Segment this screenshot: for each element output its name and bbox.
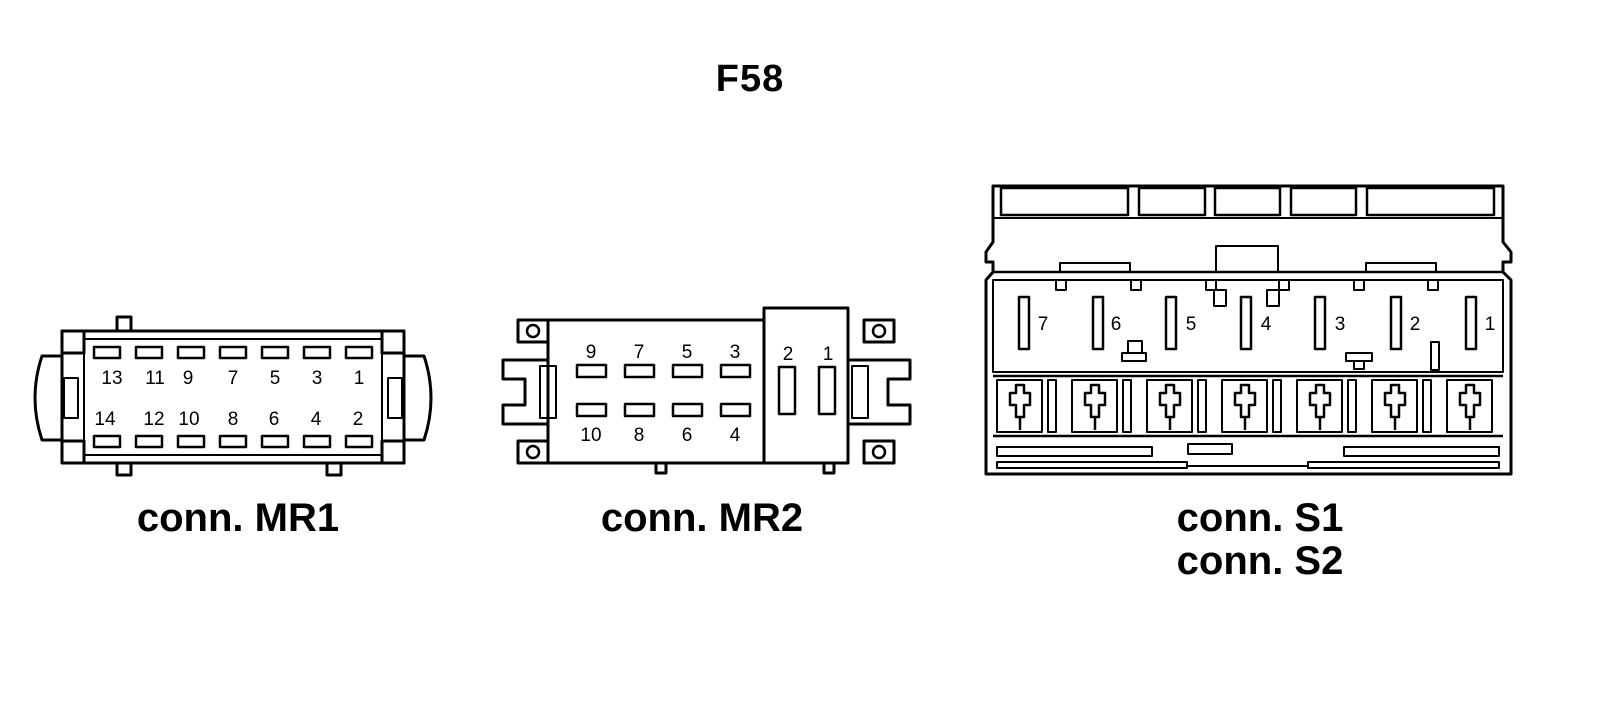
mr1-pin-label: 8 [228,409,239,430]
mr1-pin-label: 11 [145,368,165,389]
mr2-pin-label: 10 [580,425,601,446]
mr2-pin-label: 7 [634,342,645,363]
mr2-pin-label: 2 [783,344,794,365]
s-pin-label: 3 [1335,314,1346,335]
s-pin-label: 4 [1261,314,1272,335]
mr2-pin-label: 6 [682,425,693,446]
s-pin-label: 7 [1038,314,1049,335]
mr1-caption: conn. MR1 [136,496,340,540]
mr2-pin-label: 4 [730,425,741,446]
mr1-pin-label: 13 [101,368,122,389]
s-pin-label: 6 [1111,314,1122,335]
mr1-pin-label: 7 [228,368,239,389]
mr1-pin-label: 6 [269,409,280,430]
mr1-pin-label: 14 [94,409,116,430]
mr1-pin-label: 3 [312,368,323,389]
s-pin-label: 1 [1485,314,1496,335]
mr1-pin-label: 5 [270,368,281,389]
mr1-pin-label: 1 [354,368,365,389]
mr2-pin-label: 1 [823,344,834,365]
connector-mr1 [33,315,433,477]
mr2-pin-label: 8 [634,425,645,446]
mr1-pin-label: 9 [183,368,194,389]
mr1-pin-label: 4 [311,409,322,430]
s2-caption: conn. S2 [1176,539,1344,583]
mr1-pin-label: 2 [353,409,364,430]
connector-mr2 [501,306,912,475]
mr2-pin-label: 9 [586,342,597,363]
diagram-title: F58 [715,58,785,100]
mr2-caption: conn. MR2 [600,496,804,540]
s1-caption: conn. S1 [1176,496,1344,540]
mr2-pin-label: 3 [730,342,741,363]
s-pin-label: 2 [1410,314,1421,335]
mr1-pin-label: 10 [178,409,199,430]
mr2-pin-label: 5 [682,342,693,363]
s-pin-label: 5 [1186,314,1197,335]
mr1-pin-label: 12 [143,409,164,430]
connector-s [984,184,1513,476]
